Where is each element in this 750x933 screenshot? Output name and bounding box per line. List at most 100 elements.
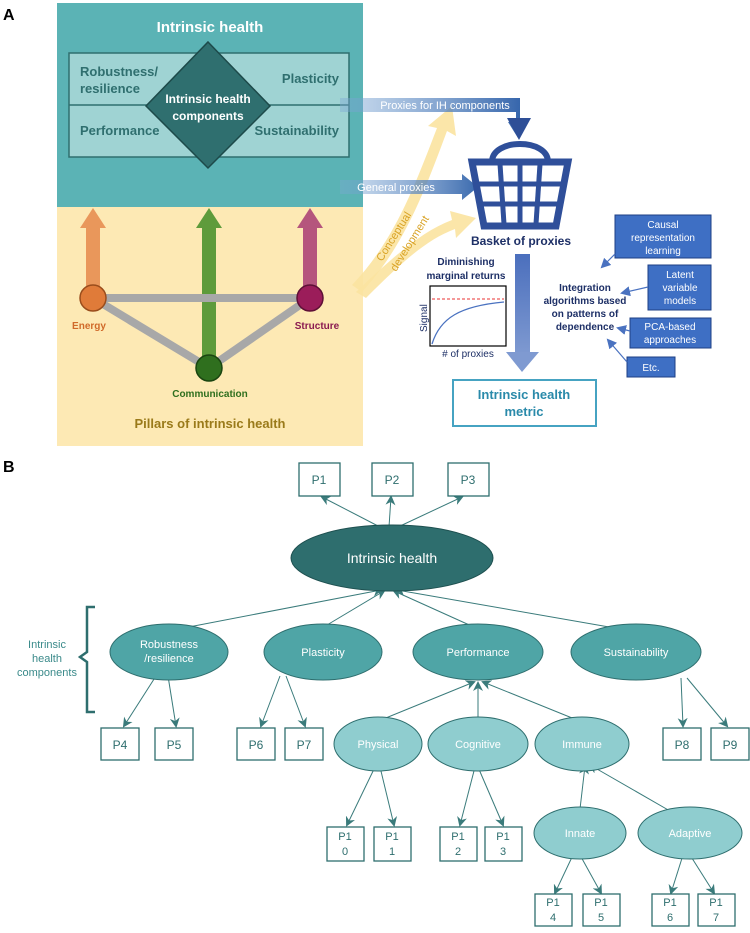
- diminishing-label-2: marginal returns: [427, 271, 506, 282]
- general-proxies-arrow: [340, 174, 478, 200]
- proxy-box-p3: [447, 462, 490, 497]
- proxy-label-p17-b: 7: [713, 912, 719, 924]
- metric-label-1: Intrinsic health: [478, 387, 571, 402]
- diminishing-chart-frame: [429, 285, 507, 347]
- structure-communication-link: [206, 294, 313, 372]
- latent-label-2: variable: [662, 283, 697, 294]
- proxy-label-p7: P7: [297, 738, 312, 752]
- node-innate: [533, 806, 627, 860]
- general-proxies-label: General proxies: [357, 182, 435, 194]
- proxy-label-p14-a: P1: [546, 897, 559, 909]
- proxy-label-p15-a: P1: [594, 897, 607, 909]
- latent-pointer: [620, 286, 649, 297]
- structure-arrow-shaft: [303, 226, 317, 292]
- causal-label-2: representation: [631, 233, 695, 244]
- node-plasticity: [263, 623, 383, 681]
- proxy-box-p10: [326, 826, 365, 862]
- diminishing-label-1: Diminishing: [437, 257, 494, 268]
- proxy-box-p1: [298, 462, 341, 497]
- proxy-label-p8: P8: [675, 738, 690, 752]
- panel-a-label: A: [3, 7, 15, 24]
- causal-label-1: Causal: [647, 220, 678, 231]
- pillars-title: Pillars of intrinsic health: [135, 416, 286, 431]
- node-physical: [333, 716, 423, 772]
- component-sustainability-label: Sustainability: [254, 123, 339, 138]
- proxy-box-p11: [373, 826, 412, 862]
- proxy-box-p5: [154, 727, 194, 761]
- conceptual-arrow-upper: [352, 106, 456, 292]
- proxies-ih-arrow-head: [507, 118, 531, 140]
- proxy-label-p1: P1: [312, 473, 327, 487]
- components-bracket: [77, 605, 95, 714]
- proxies-axis-label: # of proxies: [442, 349, 494, 360]
- proxy-box-p2: [371, 462, 414, 497]
- diminishing-curve: [431, 301, 505, 345]
- structure-node: [296, 284, 324, 312]
- causal-pointer: [600, 253, 616, 269]
- basket-label: Basket of proxies: [471, 234, 571, 248]
- integration-label-4: dependence: [556, 322, 615, 333]
- node-performance: [412, 623, 544, 681]
- panel-b-edges: [122, 495, 729, 895]
- proxy-box-p16: [651, 893, 690, 927]
- bracket-label-1: Intrinsic: [28, 639, 66, 651]
- panel-b-label: B: [3, 459, 15, 476]
- intrinsic-health-title: Intrinsic health: [157, 19, 264, 36]
- node-plasticity-label: Plasticity: [301, 647, 345, 659]
- node-robustness-label-2: /resilience: [144, 653, 194, 665]
- metric-arrow-shaft: [515, 254, 530, 356]
- proxy-label-p6: P6: [249, 738, 264, 752]
- proxy-label-p2: P2: [385, 473, 400, 487]
- node-immune: [534, 716, 630, 772]
- diamond-label-1: Intrinsic health: [165, 92, 250, 106]
- proxy-box-p6: [236, 727, 276, 761]
- etc-pointer: [606, 338, 628, 363]
- proxy-label-p16-b: 6: [667, 912, 673, 924]
- basket-icon: [467, 141, 573, 230]
- proxy-label-p17-a: P1: [709, 897, 722, 909]
- causal-box: [614, 214, 712, 259]
- metric-arrow-head: [506, 352, 539, 372]
- root-node-intrinsic-health: [290, 524, 494, 592]
- diamond-label-2: components: [172, 109, 244, 123]
- proxy-label-p11-a: P1: [385, 831, 398, 843]
- communication-node: [195, 354, 223, 382]
- proxy-box-p13: [484, 826, 523, 862]
- integration-label-1: Integration: [559, 283, 611, 294]
- signal-axis-label: Signal: [419, 304, 430, 332]
- proxy-label-p13-b: 3: [500, 846, 506, 858]
- energy-label: Energy: [72, 321, 106, 332]
- node-sustainability-label: Sustainability: [604, 647, 669, 659]
- proxy-label-p13-a: P1: [496, 831, 509, 843]
- node-adaptive: [637, 806, 743, 860]
- proxy-box-p12: [439, 826, 478, 862]
- energy-node: [79, 284, 107, 312]
- proxy-label-p10-b: 0: [342, 846, 348, 858]
- proxies-ih-arrow: [340, 98, 528, 138]
- conceptual-arrow-lower: [356, 211, 476, 298]
- proxies-ih-label: Proxies for IH components: [380, 100, 510, 112]
- node-innate-label: Innate: [565, 828, 596, 840]
- latent-box: [647, 264, 712, 311]
- energy-communication-link: [90, 294, 212, 372]
- proxy-box-p7: [284, 727, 324, 761]
- latent-label-1: Latent: [666, 270, 694, 281]
- node-sustainability: [570, 623, 702, 681]
- root-node-label: Intrinsic health: [347, 550, 437, 566]
- proxy-box-p15: [582, 893, 621, 927]
- etc-label: Etc.: [642, 363, 659, 374]
- proxy-box-p17: [697, 893, 736, 927]
- component-robustness-label-2: resilience: [80, 81, 140, 96]
- proxy-label-p9: P9: [723, 738, 738, 752]
- proxy-box-p14: [534, 893, 573, 927]
- node-immune-label: Immune: [562, 739, 602, 751]
- node-robustness: [109, 623, 229, 681]
- proxy-label-p15-b: 5: [598, 912, 604, 924]
- etc-box: [626, 356, 676, 378]
- structure-label: Structure: [295, 321, 340, 332]
- communication-arrow-head: [196, 208, 222, 228]
- pca-box: [629, 317, 712, 349]
- proxy-label-p10-a: P1: [338, 831, 351, 843]
- bracket-label-3: components: [17, 667, 77, 679]
